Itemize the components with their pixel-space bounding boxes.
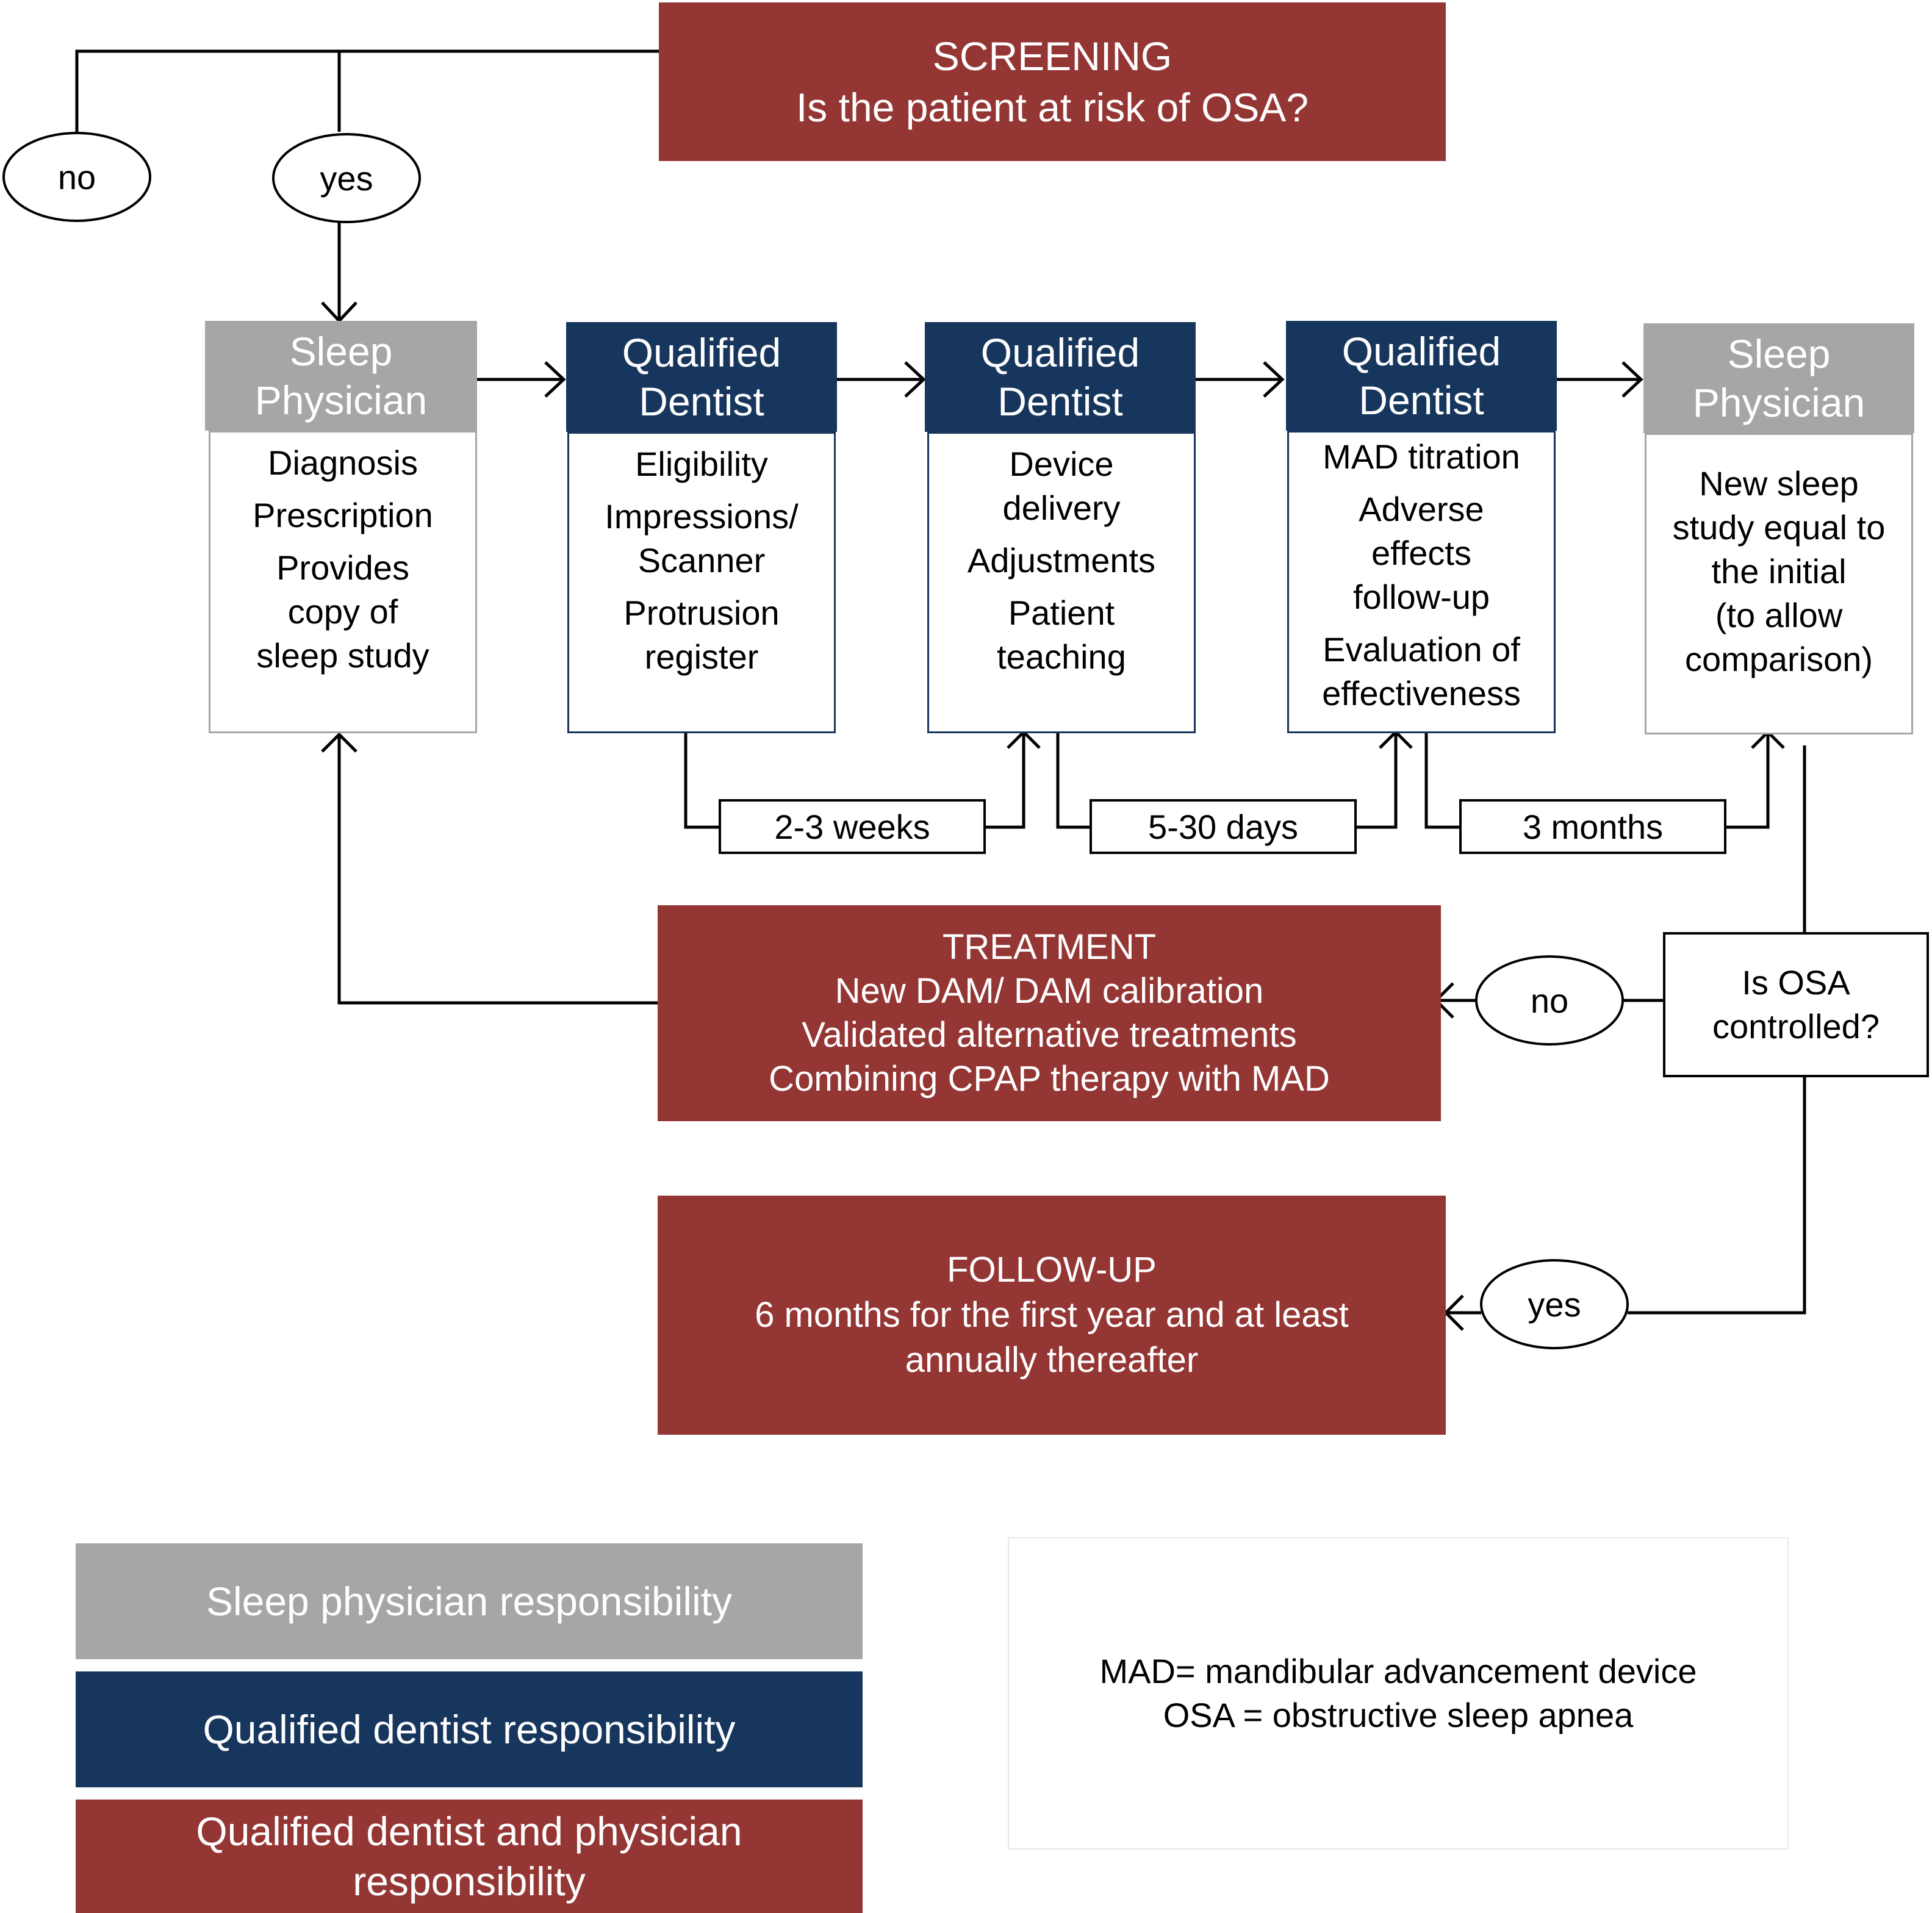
- step-5-role-header: Sleep Physician: [1643, 323, 1914, 433]
- step-5-role: Sleep Physician: [1692, 331, 1866, 425]
- legend-label: Qualified dentist and physician responsi…: [196, 1809, 742, 1904]
- interval-label-2: 5-30 days: [1090, 799, 1357, 854]
- step-3-body: Device delivery Adjustments Patient teac…: [927, 432, 1196, 733]
- step-1-body: Diagnosis Prescription Provides copy of …: [209, 431, 477, 733]
- legend-label: Qualified dentist responsibility: [203, 1707, 736, 1752]
- step-2-item: Impressions/ Scanner: [605, 497, 799, 580]
- screening-yes-ellipse: [272, 133, 421, 223]
- decision-box: Is OSA controlled?: [1663, 932, 1929, 1077]
- step-2-role: Qualified Dentist: [622, 330, 781, 424]
- interval-label-1: 2-3 weeks: [719, 799, 986, 854]
- step-4-item: Adverse effects follow-up: [1352, 490, 1490, 616]
- decision-yes-label: yes: [1528, 1285, 1581, 1324]
- step-4-role-header: Qualified Dentist: [1286, 321, 1557, 431]
- screening-question: Is the patient at risk of OSA?: [795, 85, 1309, 130]
- decision-to-yes-connector: [1628, 1077, 1806, 1315]
- step-5-body: New sleep study equal to the initial (to…: [1645, 433, 1913, 734]
- abbreviation-line: MAD= mandibular advancement device: [1099, 1652, 1697, 1690]
- treatment-line: Validated alternative treatments: [802, 1015, 1297, 1055]
- followup-title: FOLLOW-UP: [947, 1250, 1157, 1290]
- step-2-item: Eligibility: [635, 445, 768, 483]
- abbreviations-box: MAD= mandibular advancement device OSA =…: [1008, 1537, 1789, 1850]
- legend-qualified-dentist: Qualified dentist responsibility: [76, 1671, 863, 1787]
- decision-no-label: no: [1530, 981, 1569, 1020]
- legend-label: Sleep physician responsibility: [206, 1579, 733, 1624]
- step-1-role: Sleep Physician: [254, 329, 428, 423]
- legend-sleep-physician: Sleep physician responsibility: [76, 1543, 863, 1659]
- step-1-item: Diagnosis: [268, 443, 418, 482]
- step-1-item: Prescription: [253, 496, 433, 534]
- screening-box: SCREENING Is the patient at risk of OSA?: [659, 2, 1446, 161]
- followup-line: 6 months for the first year and at least: [755, 1295, 1349, 1335]
- decision-question: Is OSA controlled?: [1712, 963, 1880, 1046]
- step-3-item: Device delivery: [1002, 445, 1121, 527]
- screening-no-label: no: [57, 157, 96, 196]
- step-1-item: Provides copy of sleep study: [256, 548, 429, 675]
- step-5-item: New sleep study equal to the initial (to…: [1672, 464, 1886, 678]
- treatment-line: Combining CPAP therapy with MAD: [769, 1059, 1330, 1099]
- step-2-role-header: Qualified Dentist: [566, 322, 837, 432]
- step-3-item: Patient teaching: [997, 594, 1126, 676]
- step-1-role-header: Sleep Physician: [205, 321, 477, 431]
- screening-title: SCREENING: [932, 34, 1172, 79]
- step-3-role-header: Qualified Dentist: [925, 322, 1196, 432]
- legend-dentist-and-physician: Qualified dentist and physician responsi…: [76, 1800, 863, 1913]
- decision-yes-ellipse: [1480, 1259, 1629, 1349]
- step-3-role: Qualified Dentist: [980, 330, 1140, 424]
- step-2-item: Protrusion register: [623, 594, 780, 676]
- step-4-body: MAD titration Adverse effects follow-up …: [1287, 431, 1556, 733]
- treatment-to-physician-connector: [337, 734, 658, 1005]
- step-3-item: Adjustments: [967, 541, 1156, 580]
- treatment-title: TREATMENT: [942, 927, 1157, 967]
- treatment-box: TREATMENT New DAM/ DAM calibration Valid…: [658, 905, 1441, 1121]
- screening-no-ellipse: [2, 132, 151, 222]
- step-4-role: Qualified Dentist: [1341, 329, 1501, 423]
- followup-box: FOLLOW-UP 6 months for the first year an…: [658, 1196, 1446, 1435]
- step-4-item: Evaluation of effectiveness: [1322, 630, 1521, 712]
- screening-connector: [75, 49, 659, 134]
- interval-label-3: 3 months: [1459, 799, 1726, 854]
- decision-no-ellipse: [1475, 955, 1624, 1046]
- step-2-body: Eligibility Impressions/ Scanner Protrus…: [567, 432, 836, 733]
- abbreviation-line: OSA = obstructive sleep apnea: [1163, 1696, 1634, 1734]
- treatment-line: New DAM/ DAM calibration: [835, 971, 1264, 1011]
- screening-yes-label: yes: [320, 159, 373, 198]
- step-4-item: MAD titration: [1323, 437, 1520, 476]
- followup-line: annually thereafter: [905, 1340, 1199, 1380]
